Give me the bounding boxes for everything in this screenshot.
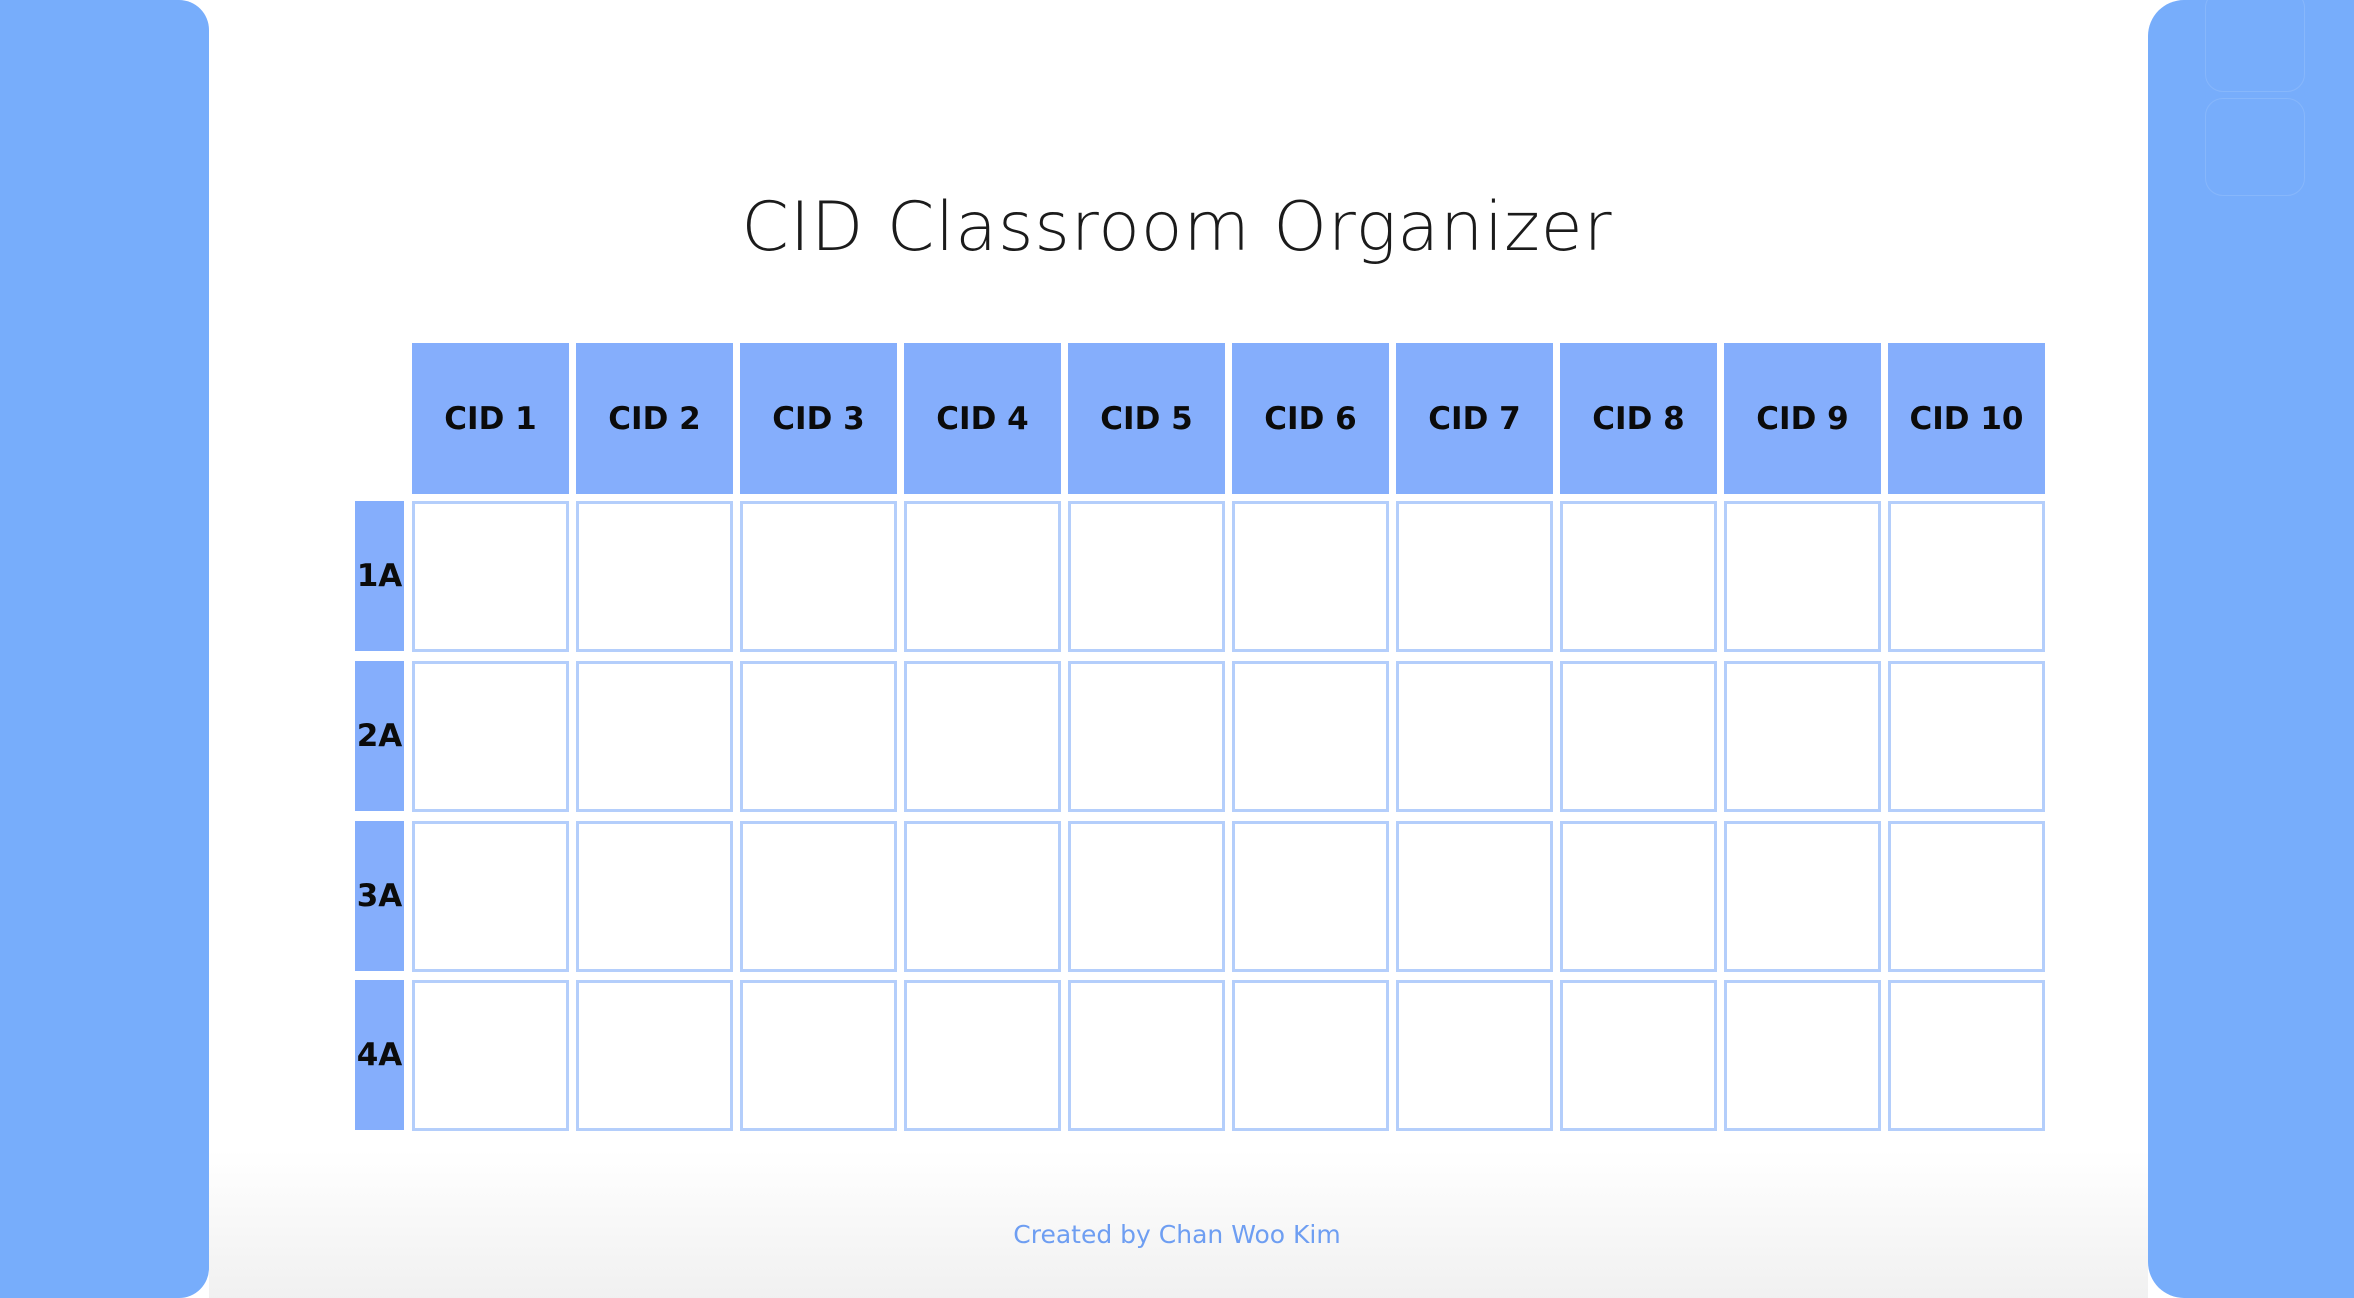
grid-cell[interactable]: [576, 980, 733, 1131]
grid-cell[interactable]: [1232, 661, 1389, 812]
grid-cell[interactable]: [904, 980, 1061, 1131]
left-side-panel: [0, 0, 209, 1298]
grid-cell[interactable]: [1068, 980, 1225, 1131]
column-header: CID 4: [904, 343, 1061, 494]
grid-cell[interactable]: [1232, 821, 1389, 972]
grid-cell[interactable]: [1232, 501, 1389, 652]
column-header: CID 7: [1396, 343, 1553, 494]
footer-credit: Created by Chan Woo Kim: [1013, 1220, 1341, 1249]
grid-cell[interactable]: [1724, 501, 1881, 652]
grid-cell[interactable]: [1232, 980, 1389, 1131]
row-label: 4A: [355, 980, 404, 1130]
grid-cell[interactable]: [1724, 980, 1881, 1131]
column-header: CID 8: [1560, 343, 1717, 494]
grid-cell[interactable]: [1724, 661, 1881, 812]
grid-cell[interactable]: [904, 661, 1061, 812]
column-header: CID 9: [1724, 343, 1881, 494]
grid-cell[interactable]: [740, 821, 897, 972]
grid-cell[interactable]: [1888, 661, 2045, 812]
grid-cell[interactable]: [1396, 501, 1553, 652]
column-header: CID 6: [1232, 343, 1389, 494]
grid-cell[interactable]: [412, 821, 569, 972]
bottom-shadow: [209, 1150, 2148, 1298]
column-header: CID 2: [576, 343, 733, 494]
row-label: 1A: [355, 501, 404, 651]
grid-cell[interactable]: [1068, 821, 1225, 972]
column-header: CID 1: [412, 343, 569, 494]
grid-cell[interactable]: [576, 501, 733, 652]
grid-cell[interactable]: [740, 501, 897, 652]
grid-cell[interactable]: [576, 821, 733, 972]
page-title: CID Classroom Organizer: [741, 188, 1613, 267]
grid-cell[interactable]: [1396, 980, 1553, 1131]
grid-cell[interactable]: [412, 501, 569, 652]
grid-cell[interactable]: [412, 980, 569, 1131]
grid-cell[interactable]: [1888, 821, 2045, 972]
grid-cell[interactable]: [412, 661, 569, 812]
grid-cell[interactable]: [1888, 501, 2045, 652]
grid-cell[interactable]: [1724, 821, 1881, 972]
right-panel-ghost-box: [2205, 98, 2305, 196]
column-header: CID 5: [1068, 343, 1225, 494]
grid-cell[interactable]: [1560, 821, 1717, 972]
grid-cell[interactable]: [576, 661, 733, 812]
grid-cell[interactable]: [1068, 661, 1225, 812]
grid-cell[interactable]: [740, 980, 897, 1131]
grid-cell[interactable]: [740, 661, 897, 812]
grid-cell[interactable]: [904, 501, 1061, 652]
right-side-panel: [2148, 0, 2354, 1298]
grid-cell[interactable]: [1888, 980, 2045, 1131]
grid-cell[interactable]: [1560, 501, 1717, 652]
grid-cell[interactable]: [1560, 980, 1717, 1131]
grid-cell[interactable]: [1396, 821, 1553, 972]
grid-cell[interactable]: [1396, 661, 1553, 812]
right-panel-ghost-box: [2205, 0, 2305, 92]
column-header: CID 10: [1888, 343, 2045, 494]
grid-cell[interactable]: [1560, 661, 1717, 812]
grid-cell[interactable]: [1068, 501, 1225, 652]
grid-cell[interactable]: [904, 821, 1061, 972]
row-label: 3A: [355, 821, 404, 971]
column-header: CID 3: [740, 343, 897, 494]
row-label: 2A: [355, 661, 404, 811]
